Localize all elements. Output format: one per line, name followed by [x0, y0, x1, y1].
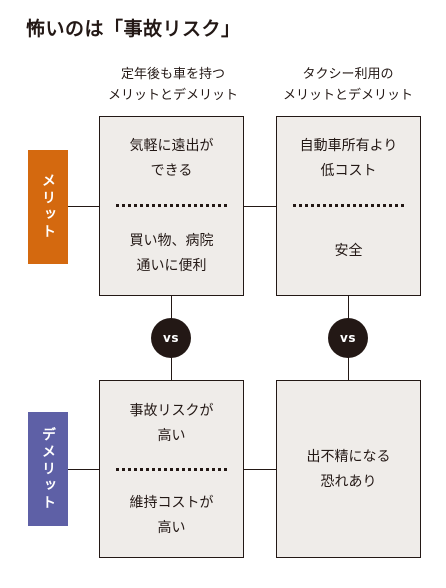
car-demerit-item-1-line-1: 事故リスクが [129, 403, 214, 419]
car-merit-item-1-line-1: 気軽に遠出が [129, 138, 214, 154]
column-header-taxi-line-1: タクシー利用の [302, 67, 394, 82]
car-demerit-item-2: 維持コストが 高い [100, 491, 243, 541]
vs-badge-car: vs [151, 318, 191, 358]
car-demerit-item-2-line-1: 維持コストが [129, 495, 214, 511]
taxi-merit-item-1-line-1: 自動車所有より [299, 138, 398, 154]
demerit-row-label: デメリット [28, 412, 68, 526]
car-merit-item-1-line-2: できる [150, 163, 193, 179]
taxi-merit-box: 自動車所有より 低コスト 安全 [276, 116, 421, 296]
diagram-title: 怖いのは「事故リスク」 [26, 18, 241, 40]
column-header-car-line-2: メリットとデメリット [107, 88, 238, 103]
column-header-car: 定年後も車を持つ メリットとデメリット [88, 64, 258, 106]
taxi-demerit-item-1-line-1: 出不精になる [306, 449, 391, 465]
vs-badge-taxi: vs [328, 318, 368, 358]
taxi-demerit-box: 出不精になる 恐れあり [276, 380, 421, 558]
column-header-taxi: タクシー利用の メリットとデメリット [263, 64, 433, 106]
demerit-row-label-text: デメリット [40, 426, 56, 512]
car-demerit-box: 事故リスクが 高い 維持コストが 高い [99, 380, 244, 558]
taxi-merit-item-2-line-1: 安全 [334, 243, 363, 259]
taxi-merit-item-1: 自動車所有より 低コスト [277, 134, 420, 184]
dotted-divider [116, 204, 227, 207]
column-header-taxi-line-2: メリットとデメリット [282, 88, 413, 103]
car-merit-item-2: 買い物、病院 通いに便利 [100, 229, 243, 279]
merit-row-label-text: メリット [40, 173, 56, 241]
taxi-merit-item-1-line-2: 低コスト [320, 163, 377, 179]
car-demerit-item-1-line-2: 高い [157, 428, 186, 444]
car-merit-item-2-line-1: 買い物、病院 [129, 233, 214, 249]
taxi-demerit-item-1-line-2: 恐れあり [320, 474, 377, 490]
merit-row-label: メリット [28, 150, 68, 264]
taxi-merit-item-2: 安全 [277, 239, 420, 264]
column-header-car-line-1: 定年後も車を持つ [120, 67, 225, 82]
dotted-divider [116, 468, 227, 471]
car-merit-item-2-line-2: 通いに便利 [136, 258, 207, 274]
car-merit-item-1: 気軽に遠出が できる [100, 134, 243, 184]
car-demerit-item-2-line-2: 高い [157, 520, 186, 536]
car-merit-box: 気軽に遠出が できる 買い物、病院 通いに便利 [99, 116, 244, 296]
dotted-divider [293, 204, 404, 207]
taxi-demerit-item-1: 出不精になる 恐れあり [277, 445, 420, 495]
car-demerit-item-1: 事故リスクが 高い [100, 399, 243, 449]
